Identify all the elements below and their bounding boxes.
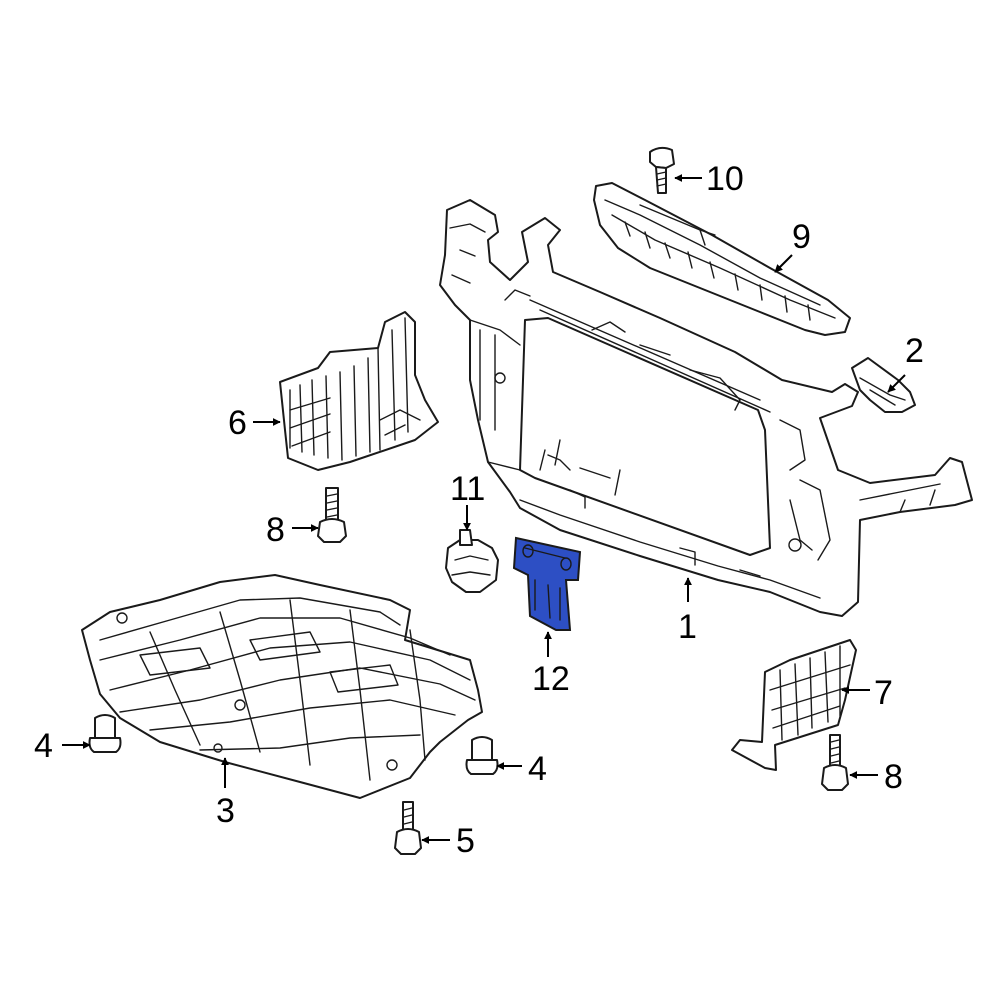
leader-2 [887,374,906,393]
clip-right-part[interactable] [465,736,499,775]
bracket-part[interactable] [851,357,916,413]
undercover-part[interactable] [81,574,483,799]
callout-6: 6 [228,404,247,442]
callout-8a: 8 [266,511,285,549]
upper-cover-part[interactable] [593,182,851,336]
bolt-left-part[interactable] [317,487,347,543]
callout-1: 1 [678,608,697,646]
right-deflector-part[interactable] [731,639,857,771]
callout-5: 5 [456,822,475,860]
bolt-bottom-part[interactable] [394,801,422,855]
bolt-top-part[interactable] [649,146,675,194]
left-deflector-part[interactable] [279,311,439,471]
callout-9: 9 [792,218,811,256]
callout-2: 2 [905,332,924,370]
callout-10: 10 [706,160,744,198]
radiator-support-part[interactable] [439,199,973,617]
callout-11: 11 [450,470,485,508]
highlighted-bracket-part[interactable] [512,536,582,631]
leader-9 [774,254,793,273]
callout-3: 3 [216,792,235,830]
callout-4a: 4 [34,727,53,765]
callout-7: 7 [874,674,893,712]
callout-8b: 8 [884,758,903,796]
callout-12: 12 [532,660,570,698]
bolt-right-part[interactable] [821,734,849,791]
sensor-bracket-part[interactable] [445,529,499,593]
callout-4b: 4 [528,750,547,788]
clip-left-part[interactable] [88,714,122,753]
